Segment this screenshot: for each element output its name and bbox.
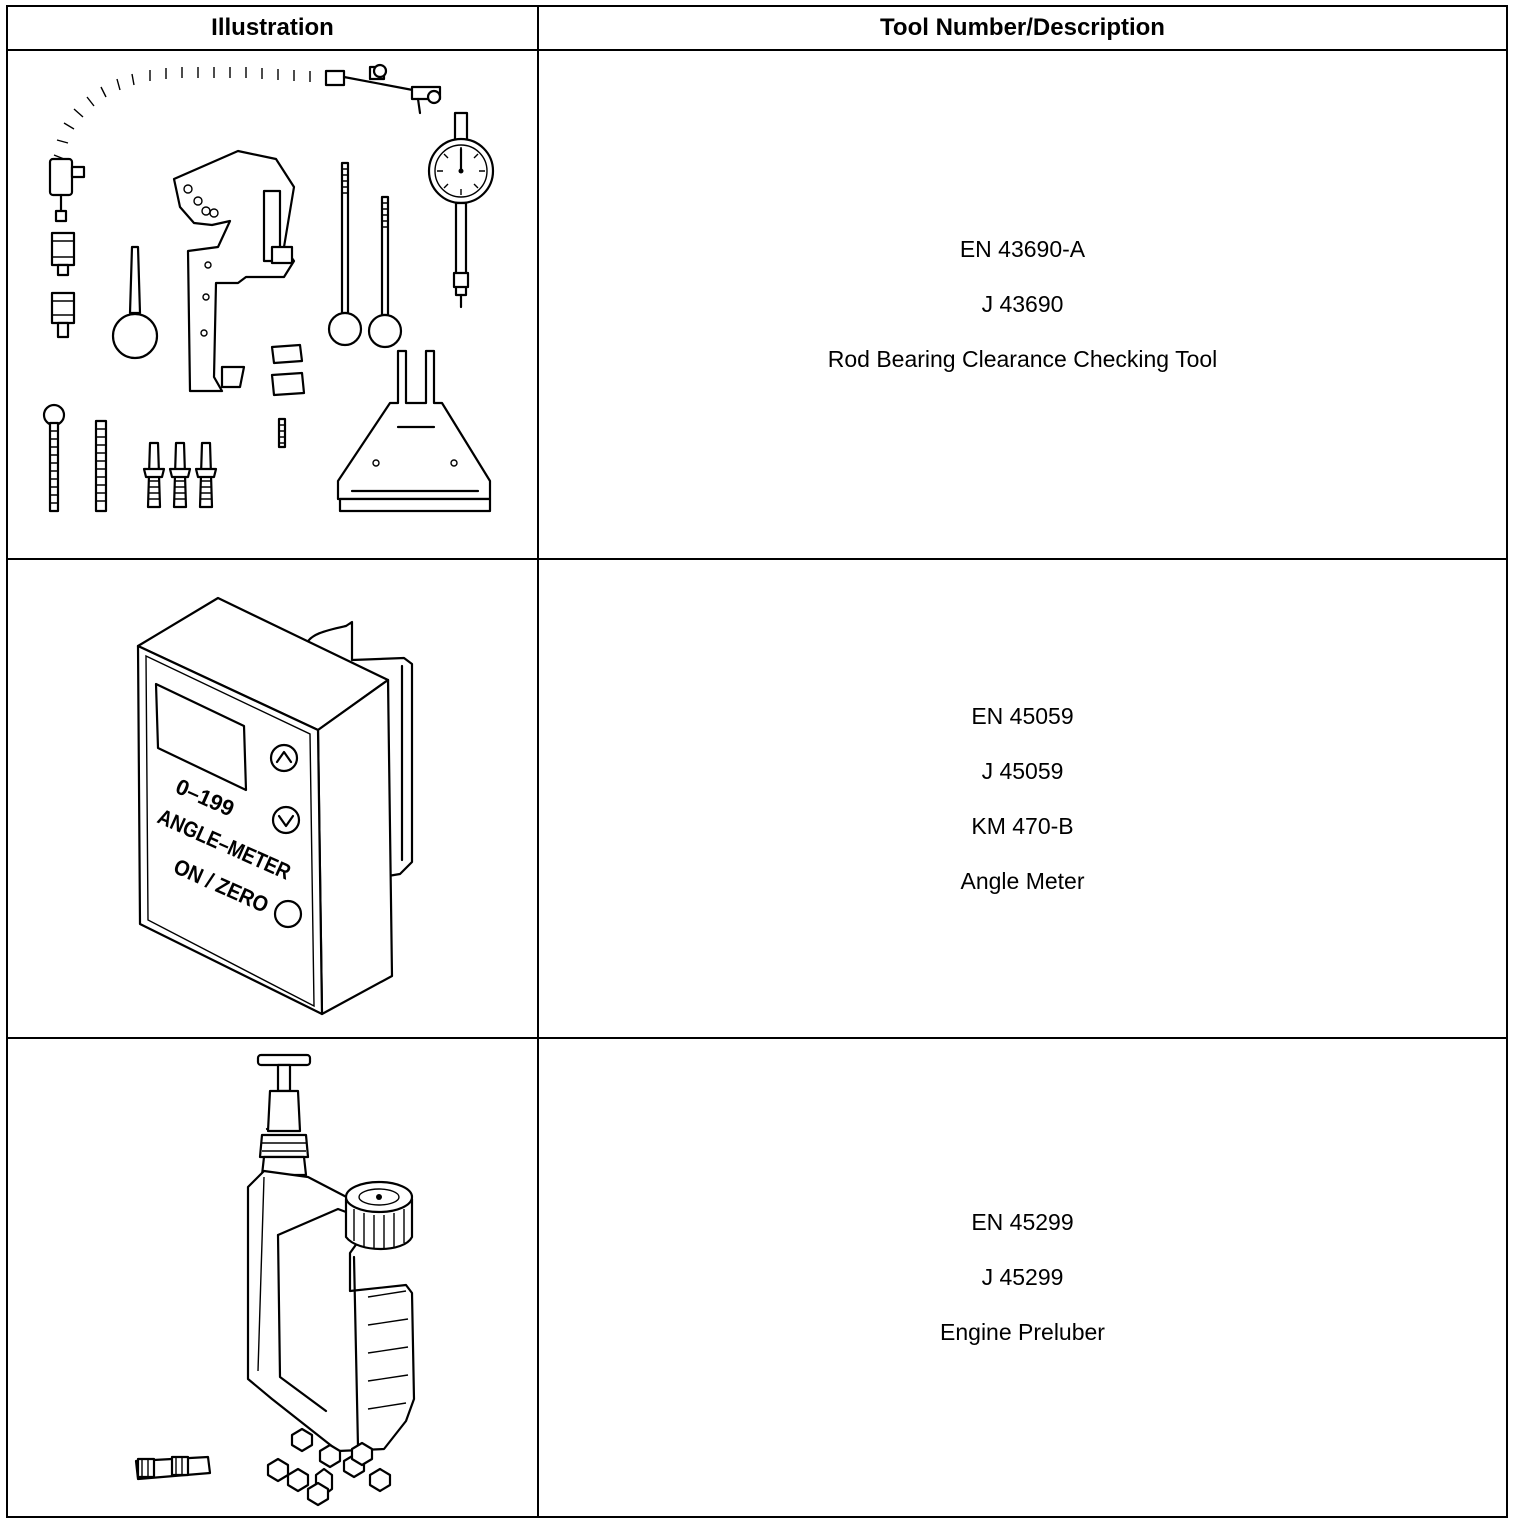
table-row: EN 45299 J 45299 Engine Preluber — [6, 1037, 1508, 1518]
table-row: EN 43690-A J 43690 Rod Bearing Clearance… — [6, 49, 1508, 560]
angle-meter-illustration: 0–199 ANGLE–METER ON / ZERO — [136, 596, 414, 1016]
header-illustration: Illustration — [6, 5, 539, 51]
tool-number-en: EN 43690-A — [959, 236, 1086, 262]
tool-number-j: J 45059 — [981, 757, 1064, 784]
illustration-cell — [6, 1037, 539, 1518]
tool-number-km: KM 470-B — [971, 812, 1074, 839]
tool-number-en: EN 45059 — [971, 702, 1074, 729]
tool-description: Engine Preluber — [940, 1319, 1105, 1345]
tools-table: Illustration Tool Number/Description — [6, 5, 1508, 1518]
illustration-cell: 0–199 ANGLE–METER ON / ZERO — [6, 558, 539, 1039]
header-tool-number-description: Tool Number/Description — [537, 5, 1508, 51]
engine-prelubber-illustration — [127, 1053, 416, 1507]
tool-number-j: J 45299 — [981, 1264, 1064, 1290]
table-row: 0–199 ANGLE–METER ON / ZERO EN 45059 J 4… — [6, 558, 1508, 1039]
description-cell: EN 45059 J 45059 KM 470-B Angle Meter — [537, 558, 1508, 1039]
description-cell: EN 45299 J 45299 Engine Preluber — [537, 1037, 1508, 1518]
tool-number-j: J 43690 — [981, 291, 1064, 317]
tool-description: Rod Bearing Clearance Checking Tool — [827, 346, 1218, 372]
rod-bearing-clearance-tool-kit-illustration — [42, 63, 495, 513]
tool-description: Angle Meter — [960, 867, 1085, 894]
illustration-cell — [6, 49, 539, 560]
header-row: Illustration Tool Number/Description — [6, 5, 1508, 51]
tool-number-en: EN 45299 — [971, 1209, 1074, 1235]
description-cell: EN 43690-A J 43690 Rod Bearing Clearance… — [537, 49, 1508, 560]
